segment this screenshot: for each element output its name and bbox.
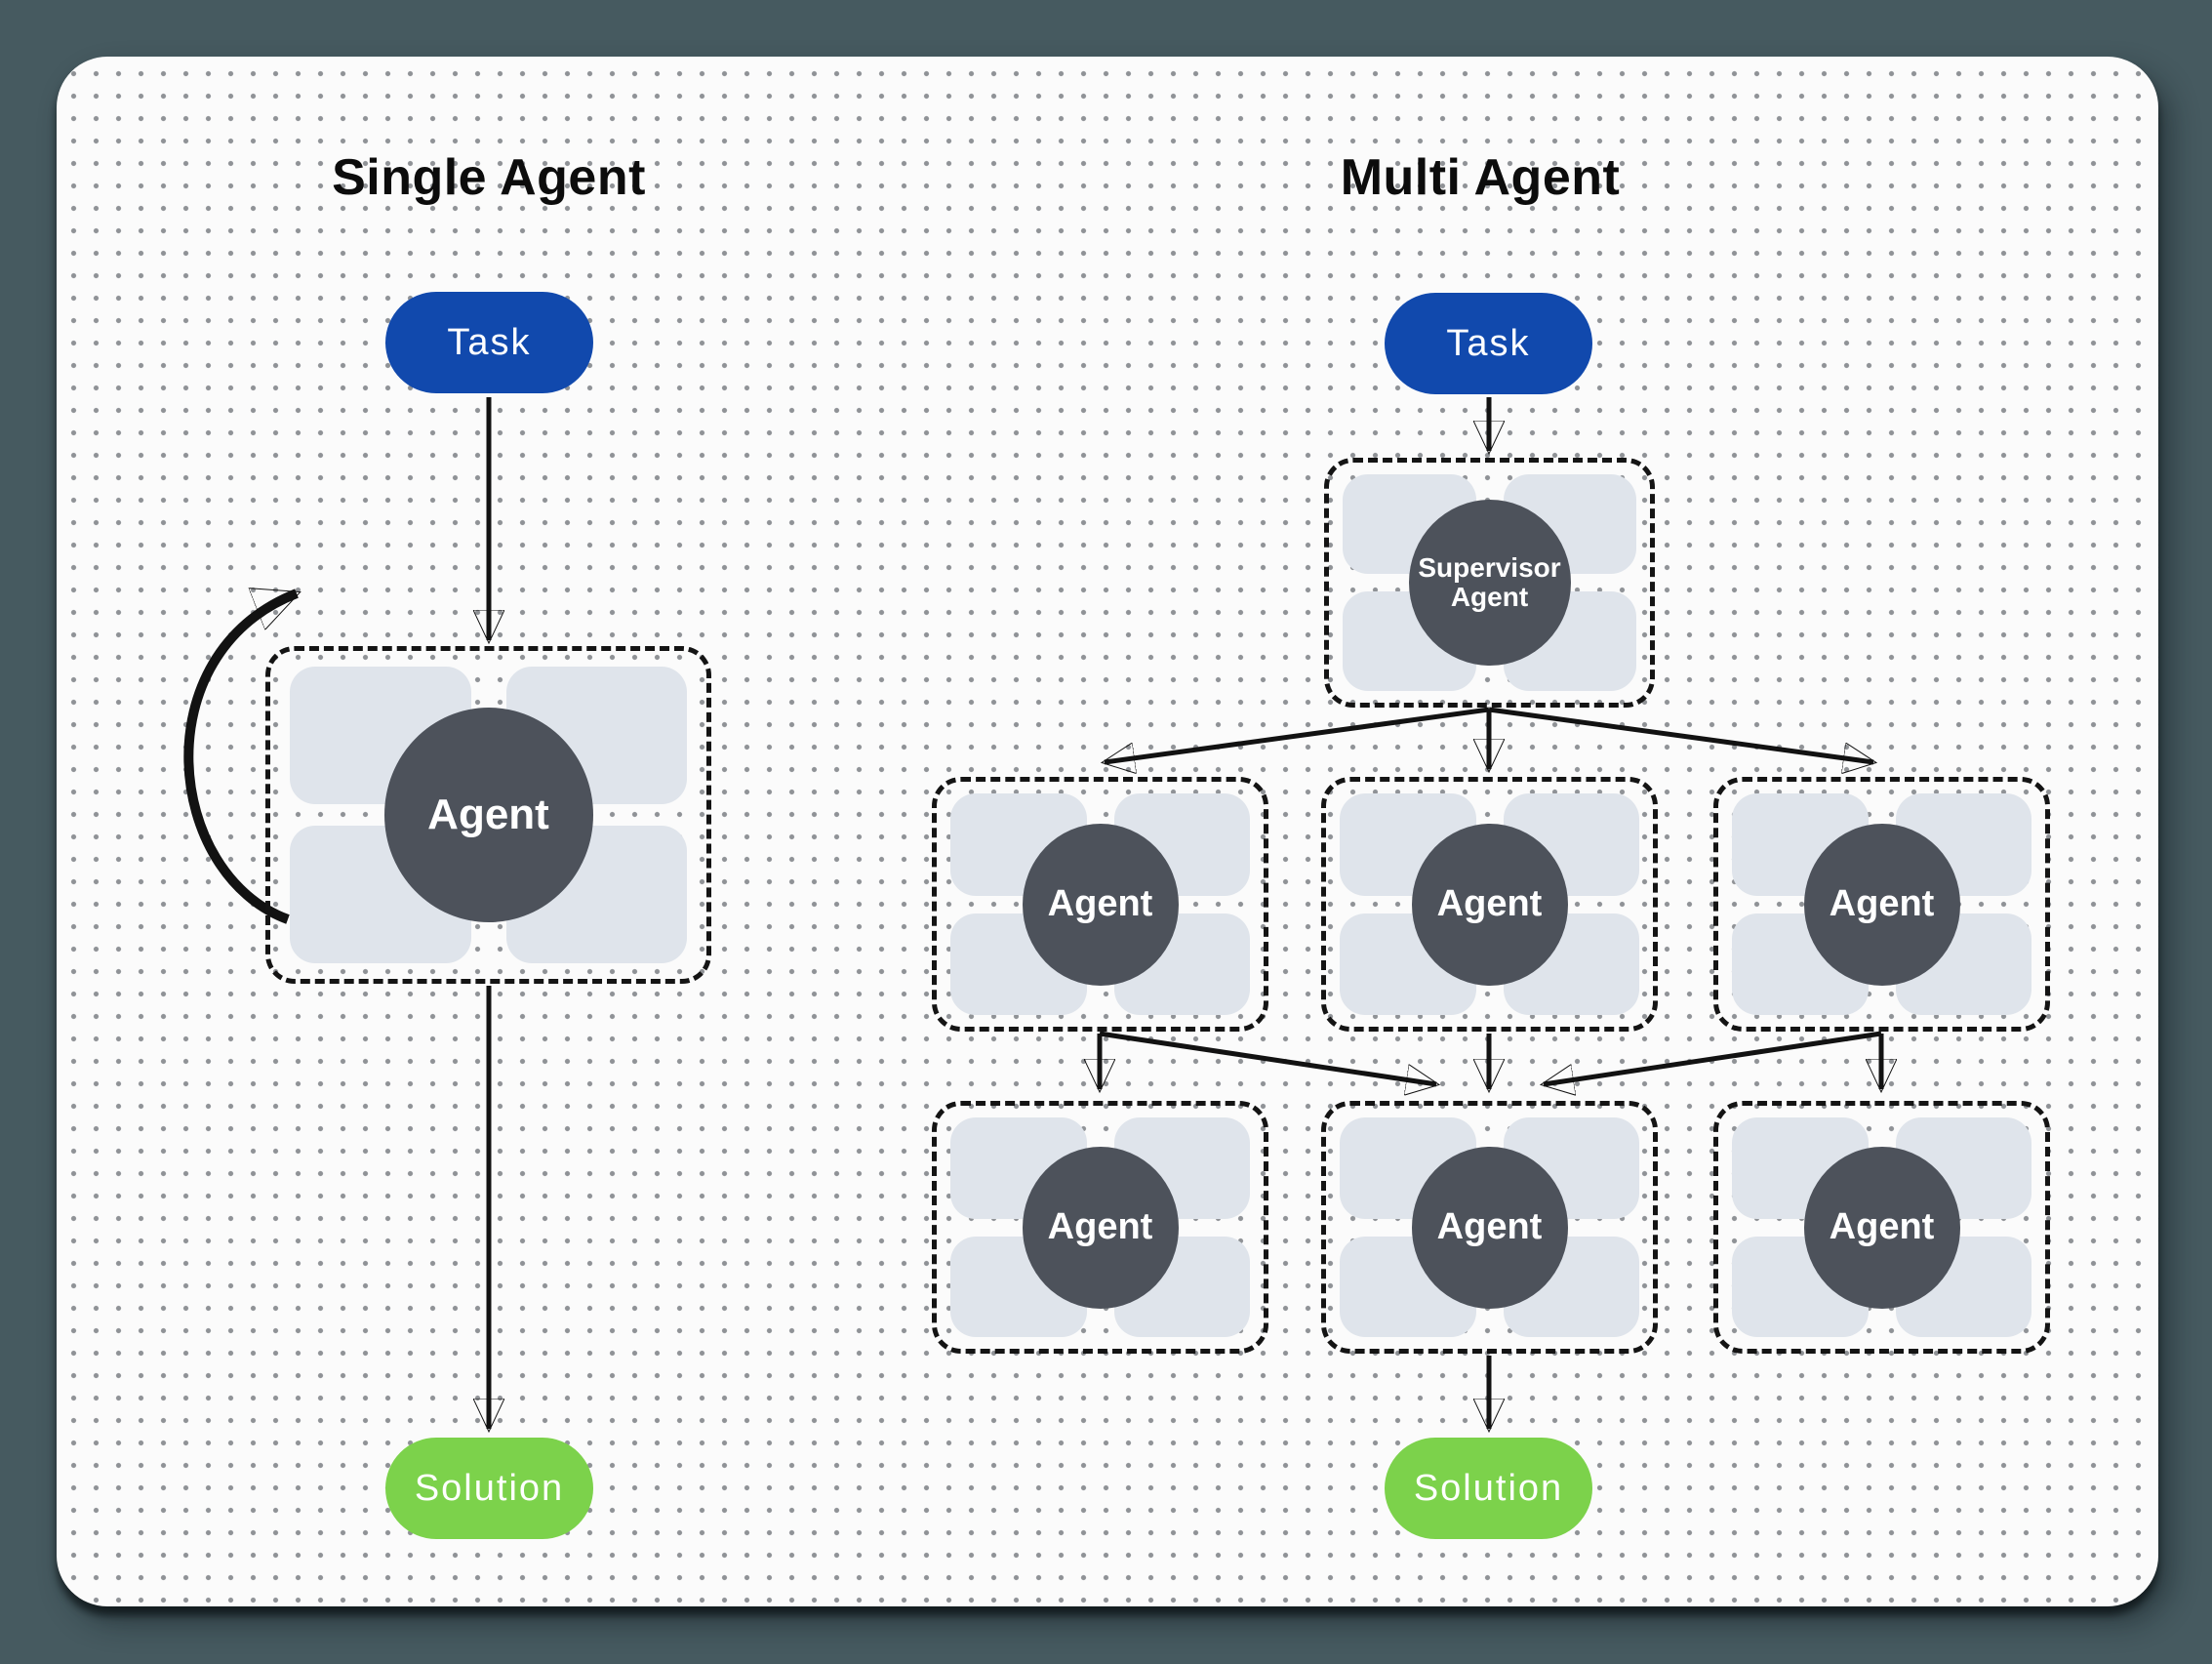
worker-agent-node-5: Agent bbox=[1411, 1146, 1568, 1309]
multi-agent-title: Multi Agent bbox=[1340, 149, 1621, 206]
multi-solution-node: Solution bbox=[1385, 1438, 1592, 1539]
agent3-to-agent5-arrow bbox=[1544, 1031, 1882, 1084]
single-solution-label: Solution bbox=[414, 1467, 565, 1509]
multi-task-label: Task bbox=[1446, 322, 1531, 364]
multi-task-node: Task bbox=[1385, 293, 1592, 394]
worker-agent-box-2: Agent bbox=[1321, 777, 1658, 1032]
single-agent-node: Agent bbox=[383, 708, 593, 922]
multi-solution-label: Solution bbox=[1413, 1467, 1564, 1509]
supervisor-agent-box: Supervisor Agent bbox=[1324, 458, 1655, 708]
single-task-label: Task bbox=[447, 321, 532, 363]
worker-agent-box-6: Agent bbox=[1713, 1101, 2050, 1354]
single-task-node: Task bbox=[385, 292, 593, 393]
worker-agent-label-2: Agent bbox=[1436, 882, 1543, 924]
worker-agent-node-6: Agent bbox=[1803, 1146, 1960, 1309]
worker-agent-node-4: Agent bbox=[1022, 1146, 1179, 1309]
worker-agent-label-5: Agent bbox=[1436, 1205, 1543, 1247]
agent1-to-agent5-arrow bbox=[1099, 1031, 1436, 1084]
single-agent-title: Single Agent bbox=[332, 149, 646, 206]
worker-agent-label-1: Agent bbox=[1047, 882, 1153, 924]
single-agent-label: Agent bbox=[427, 791, 549, 839]
worker-agent-box-1: Agent bbox=[932, 777, 1268, 1032]
worker-agent-node-1: Agent bbox=[1022, 823, 1179, 986]
supervisor-agent-node: Supervisor Agent bbox=[1408, 500, 1571, 666]
single-agent-box: Agent bbox=[265, 646, 711, 984]
worker-agent-box-4: Agent bbox=[932, 1101, 1268, 1354]
supervisor-to-agent3-arrow bbox=[1488, 707, 1873, 762]
worker-agent-node-3: Agent bbox=[1803, 823, 1960, 986]
single-solution-node: Solution bbox=[385, 1438, 593, 1539]
worker-agent-box-5: Agent bbox=[1321, 1101, 1658, 1354]
worker-agent-label-6: Agent bbox=[1829, 1205, 1935, 1247]
diagram-canvas: Single Agent Task Agent Solution Multi A… bbox=[57, 57, 2158, 1606]
worker-agent-label-3: Agent bbox=[1829, 882, 1935, 924]
worker-agent-label-4: Agent bbox=[1047, 1205, 1153, 1247]
worker-agent-node-2: Agent bbox=[1411, 823, 1568, 986]
supervisor-agent-label: Supervisor Agent bbox=[1418, 551, 1561, 612]
supervisor-to-agent1-arrow bbox=[1105, 707, 1490, 762]
worker-agent-box-3: Agent bbox=[1713, 777, 2050, 1032]
